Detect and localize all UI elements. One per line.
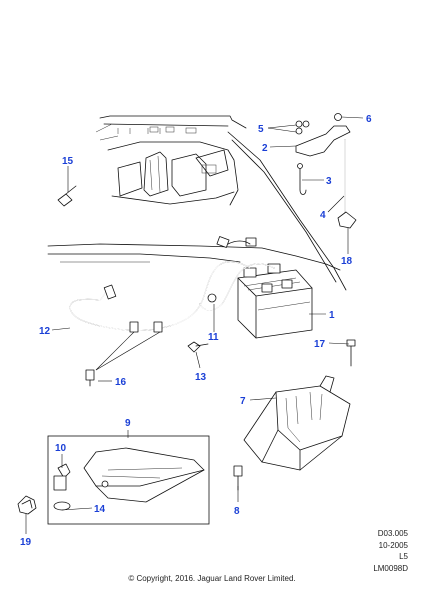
diagram-ref: D03.005 xyxy=(377,529,408,538)
callout-13: 13 xyxy=(195,372,207,383)
battery xyxy=(237,263,313,339)
callout-6: 6 xyxy=(366,114,372,125)
diagram-code: LM0098D xyxy=(373,563,408,573)
diagram-date: 10-2005 xyxy=(378,540,408,550)
callout-3: 3 xyxy=(326,176,332,187)
callout-19: 19 xyxy=(20,537,32,548)
callout-10: 10 xyxy=(55,443,67,454)
vehicle-body-outline xyxy=(47,115,347,291)
callout-7: 7 xyxy=(240,396,246,407)
bolts xyxy=(57,185,356,387)
battery-tray xyxy=(233,375,351,491)
callout-2: 2 xyxy=(262,143,268,154)
callout-11: 11 xyxy=(208,332,219,343)
battery-cables xyxy=(69,236,275,333)
callout-14: 14 xyxy=(94,504,106,515)
callout-9: 9 xyxy=(125,418,131,429)
clip xyxy=(17,495,37,515)
callout-labels: 1 2 3 4 5 6 7 8 9 10 11 12 13 14 15 16 1… xyxy=(20,114,372,548)
diagram-level: L5 xyxy=(399,552,408,561)
copyright-notice: © Copyright, 2016. Jaguar Land Rover Lim… xyxy=(128,574,296,583)
callout-16: 16 xyxy=(115,377,127,388)
clamp-bracket xyxy=(295,113,357,229)
diagram-info: D03.005 10-2005 L5 LM0098D xyxy=(373,528,408,574)
leader-lines xyxy=(25,116,364,534)
callout-4: 4 xyxy=(320,210,326,221)
callout-5: 5 xyxy=(258,124,264,135)
callout-1: 1 xyxy=(329,310,335,321)
callout-12: 12 xyxy=(39,326,51,337)
callout-17: 17 xyxy=(314,339,326,350)
inset-box xyxy=(47,435,210,525)
callout-15: 15 xyxy=(62,156,74,167)
callout-8: 8 xyxy=(234,506,240,517)
callout-18: 18 xyxy=(341,256,353,267)
